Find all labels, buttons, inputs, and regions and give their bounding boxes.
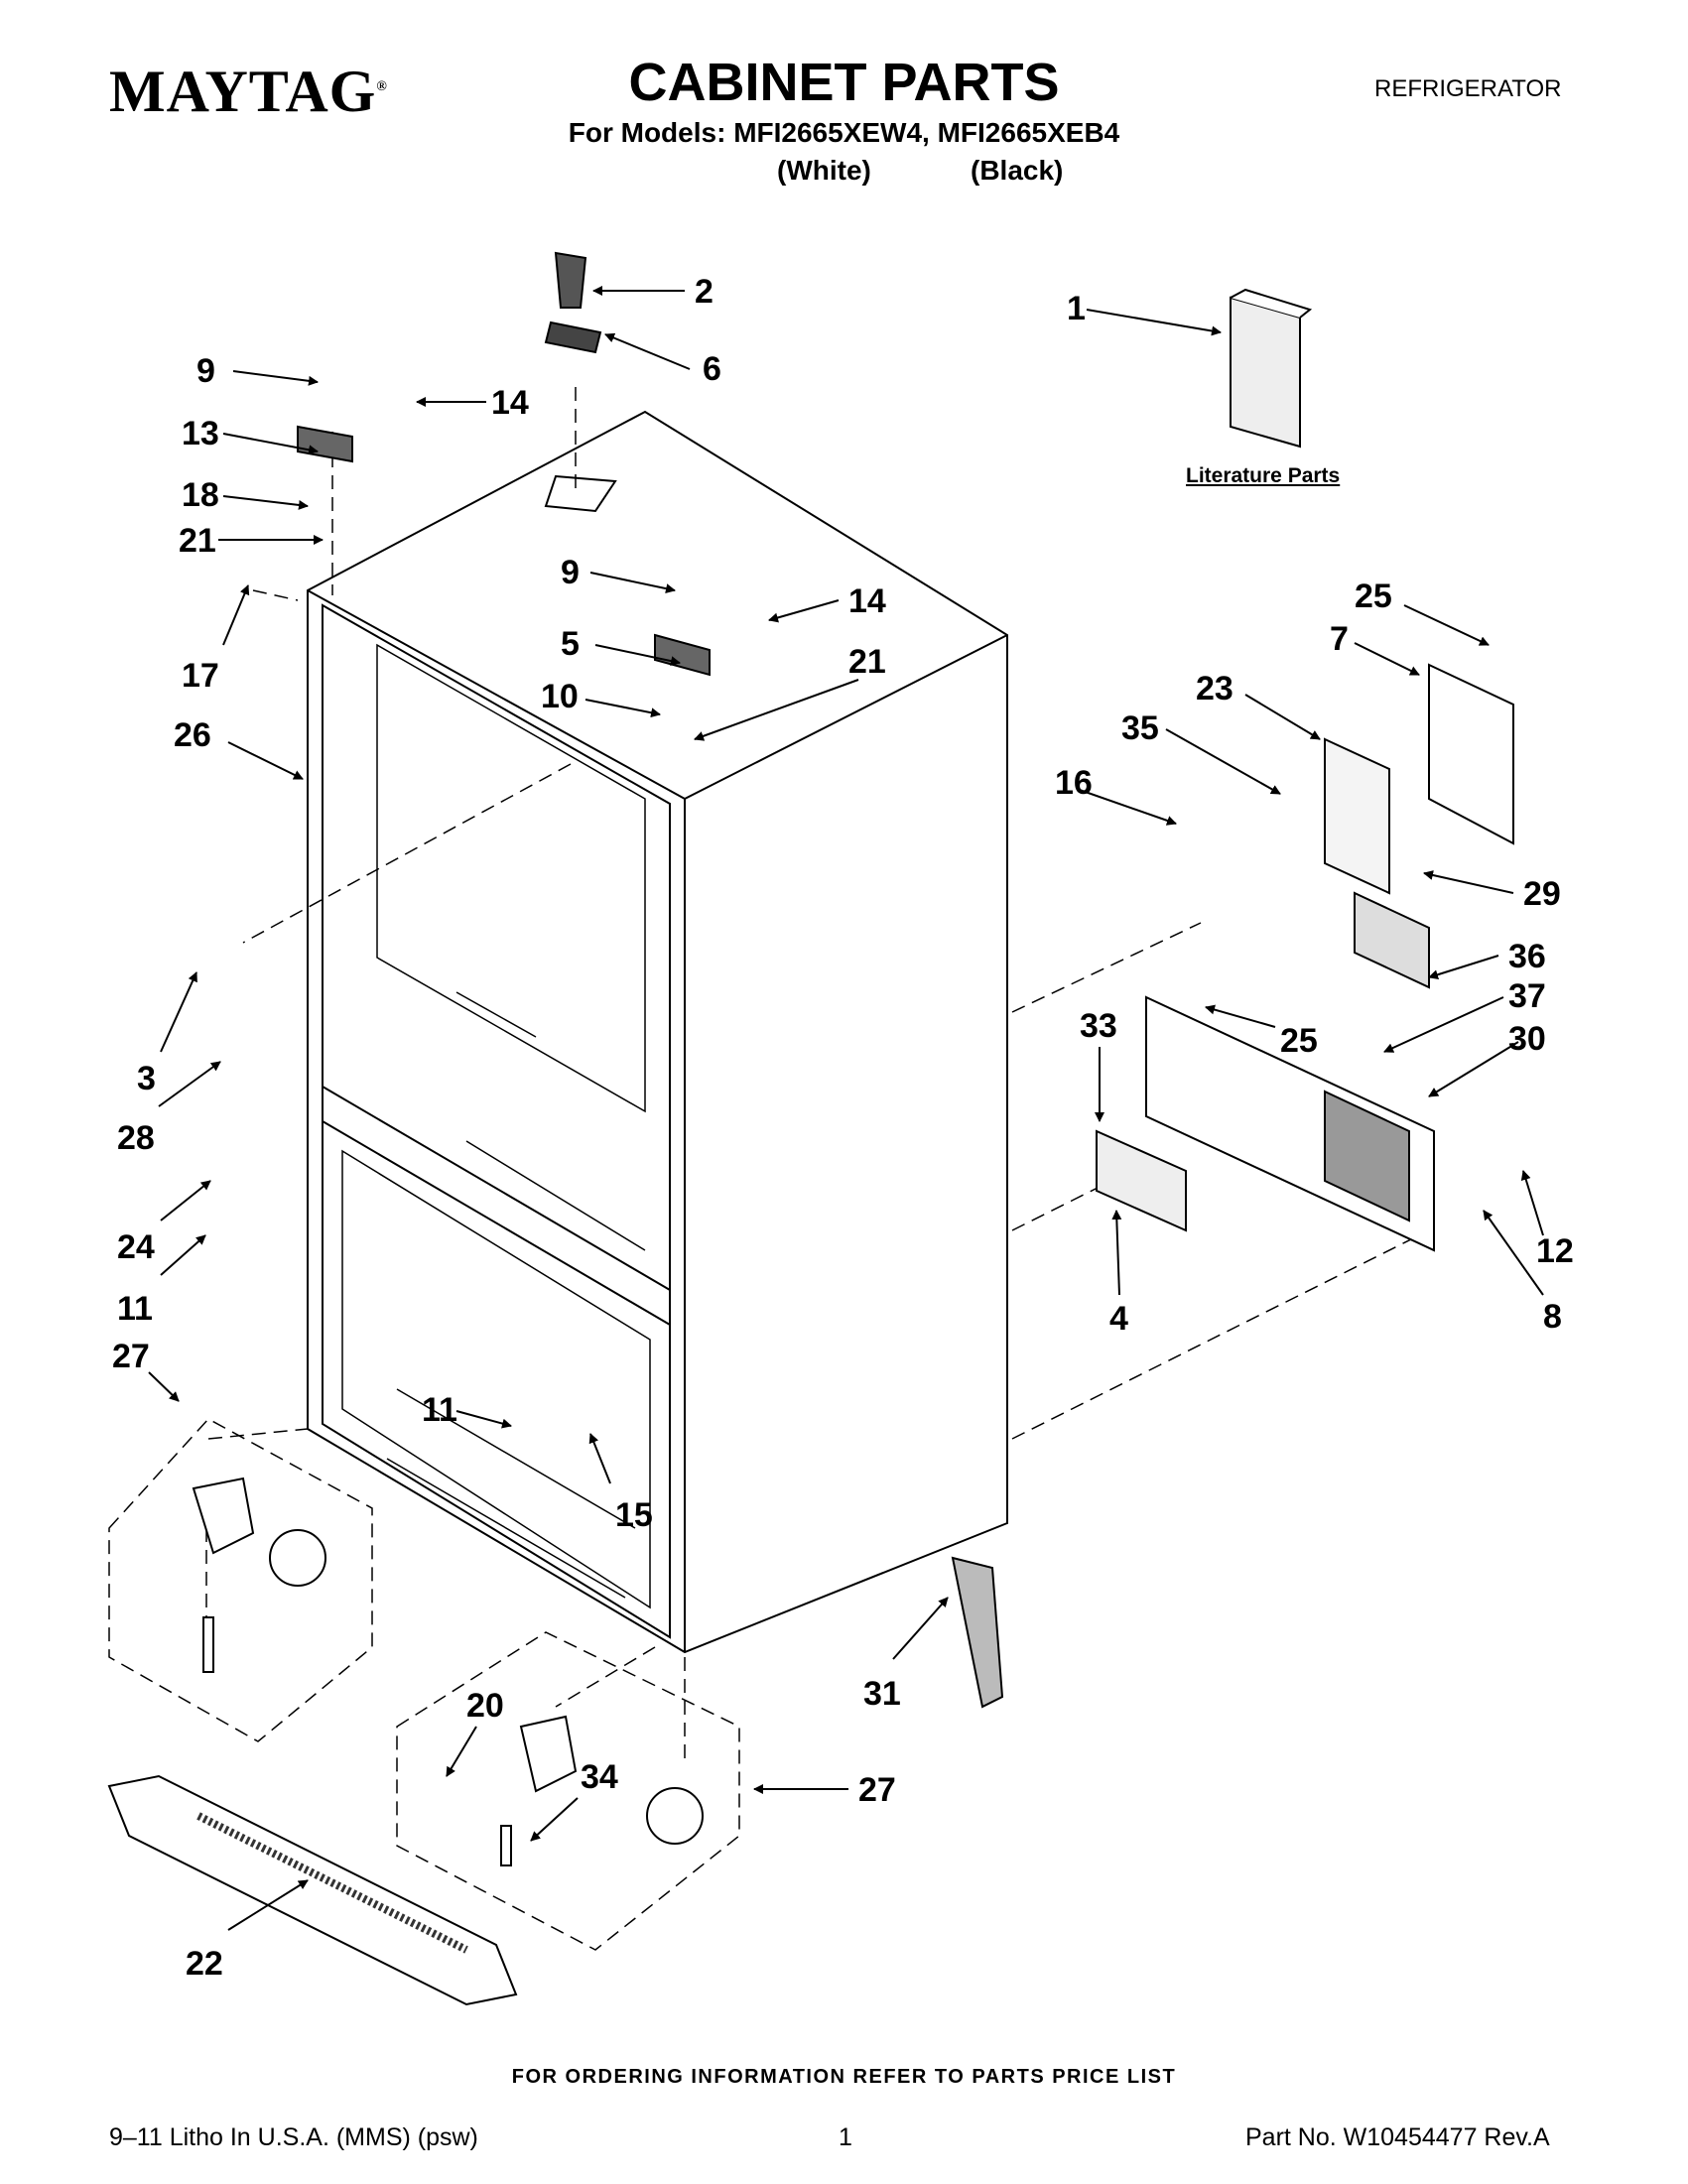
callout-13: 13 [182,415,219,452]
callout-5: 5 [561,625,580,663]
callout-17: 17 [182,657,219,695]
literature-parts-label: Literature Parts [1186,464,1341,487]
dashed-guide-lines [205,387,1430,1766]
callout-37: 37 [1508,977,1546,1015]
callout-11: 11 [422,1391,457,1429]
top-left-hinge [297,425,353,463]
part-number: Part No. W10454477 Rev.A [1245,2123,1550,2151]
callout-14: 14 [848,582,886,620]
callout-28: 28 [117,1119,155,1157]
callout-3: 3 [137,1060,156,1097]
callout-6: 6 [703,350,721,388]
brand-logo: MAYTAG® [109,59,388,124]
variant-white: (White) [777,155,871,186]
part-shapes [107,251,1514,2006]
cover-panel [1428,663,1514,845]
filter-pad [1096,1129,1187,1232]
callout-34: 34 [581,1758,618,1796]
callout-33: 33 [1080,1007,1117,1045]
water-tube [951,1556,1004,1709]
models-line: For Models: MFI2665XEW4, MFI2665XEB4 [568,117,1120,148]
water-valve [554,251,587,309]
callout-21: 21 [179,522,216,560]
callout-4: 4 [1109,1300,1128,1338]
ordering-info: FOR ORDERING INFORMATION REFER TO PARTS … [511,2066,1177,2088]
callout-9: 9 [561,554,580,591]
registered-mark: ® [376,79,388,94]
callout-15: 15 [615,1496,653,1534]
callout-2: 2 [695,273,714,311]
leader-lines [148,286,1544,1931]
callout-29: 29 [1523,875,1561,913]
literature-booklet [1230,296,1301,449]
rear-caster-wheel [269,1529,326,1587]
callout-16: 16 [1055,764,1093,802]
callout-26: 26 [174,716,211,754]
rear-caster-bracket [192,1477,255,1555]
front-leveling-leg [500,1825,512,1866]
callout-7: 7 [1330,620,1349,658]
callout-numbers: 2 1 9 6 14 13 18 21 17 26 9 14 5 21 10 2… [112,273,1574,1983]
callout-20: 20 [466,1687,504,1725]
callout-10: 10 [541,678,579,715]
callout-21: 21 [848,643,886,681]
callout-12: 12 [1536,1232,1574,1270]
callout-36: 36 [1508,938,1546,975]
page-title: CABINET PARTS [628,53,1060,112]
callout-27: 27 [858,1771,896,1809]
rear-caster-group-outline [108,1418,373,1742]
front-caster-wheel [646,1787,704,1845]
variant-black: (Black) [971,155,1064,186]
document-type: REFRIGERATOR [1374,75,1562,102]
callout-31: 31 [863,1675,901,1713]
front-caster-group-outline [396,1631,740,1951]
callout-14: 14 [491,384,529,422]
top-right-hinge [654,633,711,677]
control-board [1324,737,1390,895]
callout-25: 25 [1355,578,1392,615]
callout-25: 25 [1280,1022,1318,1060]
callout-18: 18 [182,476,219,514]
front-caster-bracket [519,1715,578,1793]
callout-22: 22 [186,1945,223,1983]
callout-27: 27 [112,1338,150,1375]
base-grille [107,1774,518,2006]
callout-35: 35 [1121,709,1159,747]
electronic-board [1354,891,1430,989]
callout-30: 30 [1508,1020,1546,1058]
callout-24: 24 [117,1228,155,1266]
callout-11: 11 [117,1290,153,1328]
callout-9: 9 [196,352,215,390]
top-hinge-cap [544,321,602,354]
litho-line: 9–11 Litho In U.S.A. (MMS) (psw) [109,2123,478,2151]
callout-23: 23 [1196,670,1234,707]
page-number: 1 [839,2123,852,2151]
callout-1: 1 [1067,290,1086,327]
callout-8: 8 [1543,1298,1562,1336]
refrigerator-cabinet [307,410,1008,1654]
rear-leveling-leg [202,1616,214,1673]
